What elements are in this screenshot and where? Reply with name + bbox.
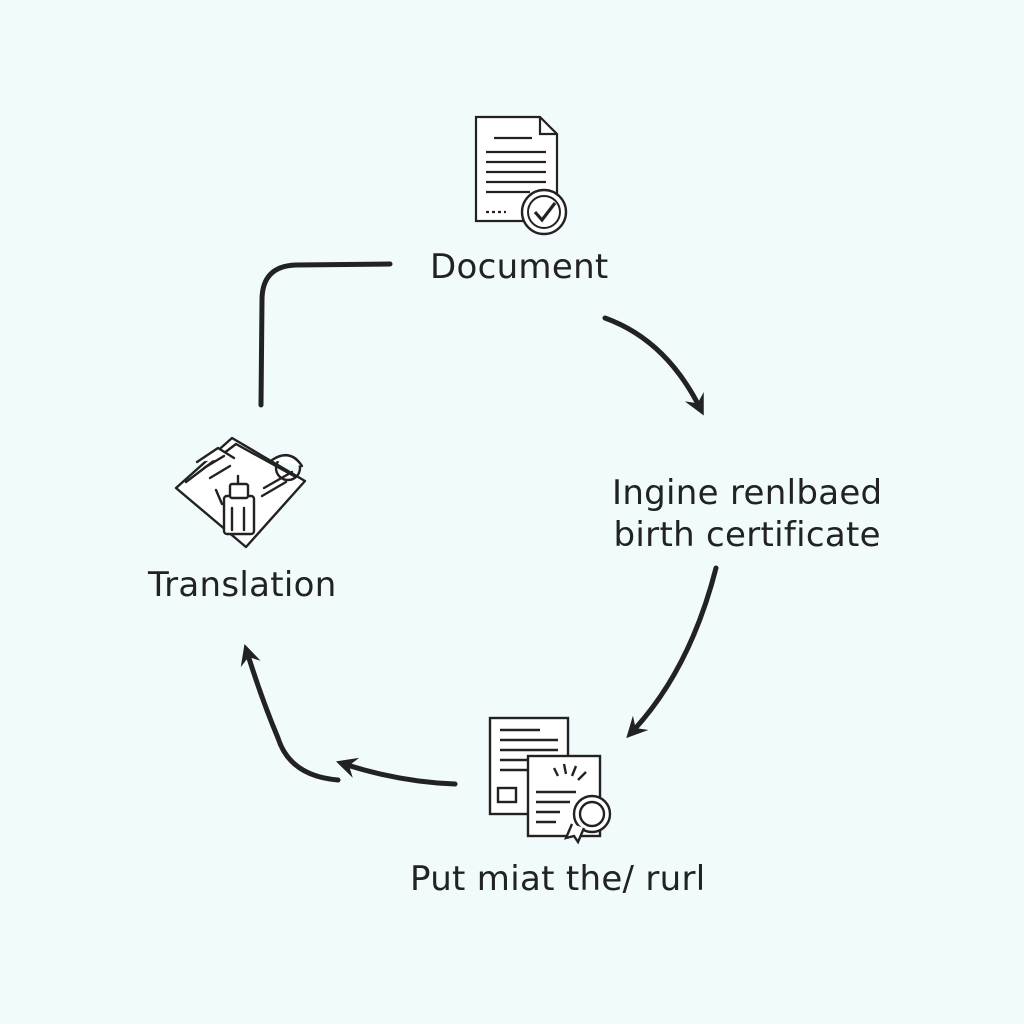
document-check-icon: [474, 115, 568, 236]
certified-documents-icon: [488, 716, 612, 845]
arrow-final-to-bottom-left: [336, 757, 458, 787]
connector-translation-to-document: [258, 261, 393, 408]
translation-label: Translation: [148, 565, 337, 605]
certificate-label-line1: Ingine renlbaed: [612, 473, 883, 513]
translation-tools-icon: [174, 436, 307, 549]
certificate-label-line2: birth certificate: [613, 515, 881, 555]
arrow-certificate-to-final: [626, 565, 719, 739]
arrow-to-translation: [240, 643, 341, 783]
document-label: Document: [430, 247, 609, 287]
certificate-label: Ingine renlbaed birth certificate: [612, 472, 882, 556]
final-step-label: Put miat the/ rurl: [410, 859, 706, 899]
arrow-document-to-certificate: [602, 315, 704, 416]
